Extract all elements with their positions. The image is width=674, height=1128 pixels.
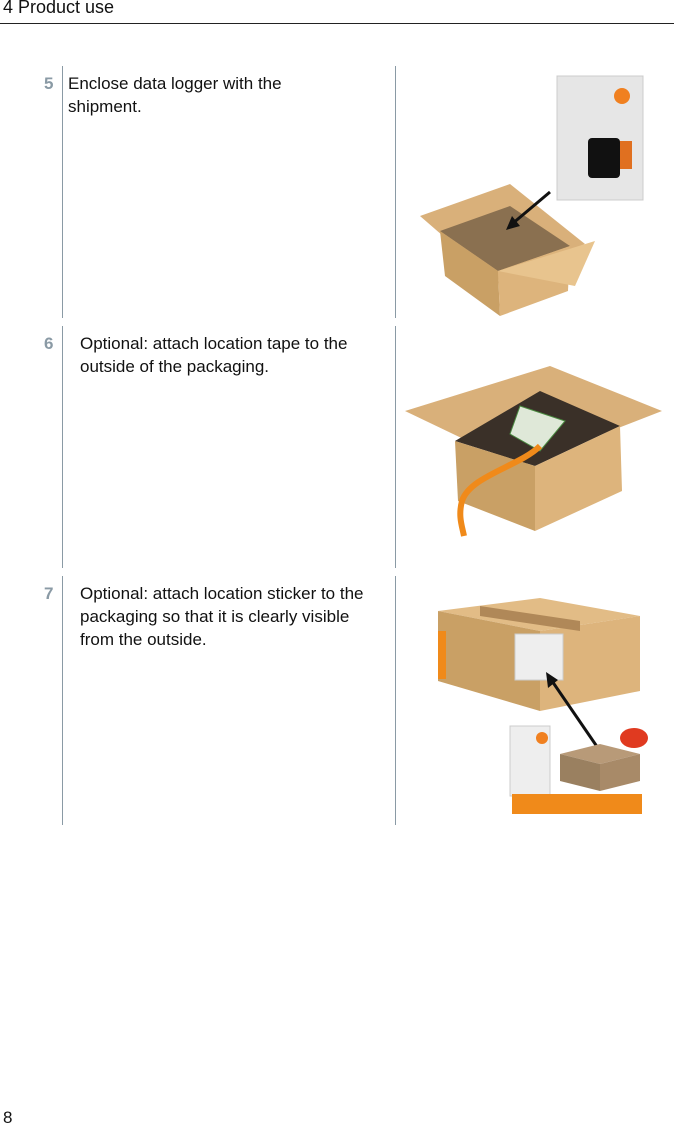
- step-number: 7: [44, 584, 54, 603]
- divider: [62, 326, 63, 568]
- location-tape-box-illustration: [405, 366, 662, 537]
- location-sticker-box-illustration: [438, 598, 648, 814]
- chapter-header: 4 Product use: [3, 0, 115, 17]
- step-number: 6: [44, 334, 54, 353]
- header-divider: [0, 23, 674, 24]
- divider: [395, 576, 396, 825]
- step-text: Enclose data logger with the shipment.: [68, 74, 282, 116]
- divider: [395, 66, 396, 318]
- page-number: 8: [3, 1108, 13, 1127]
- step-row: 6 Optional: attach location tape to the …: [0, 326, 674, 568]
- divider: [62, 66, 63, 318]
- divider: [62, 576, 63, 825]
- step-text: Optional: attach location sticker to the…: [80, 584, 364, 649]
- step-row: 7 Optional: attach location sticker to t…: [0, 576, 674, 825]
- data-logger-into-box-illustration: [420, 75, 644, 316]
- step-number: 5: [44, 74, 54, 93]
- step-row: 5 Enclose data logger with the shipment.: [0, 66, 674, 318]
- step-text: Optional: attach location tape to the ou…: [80, 334, 348, 376]
- divider: [395, 326, 396, 568]
